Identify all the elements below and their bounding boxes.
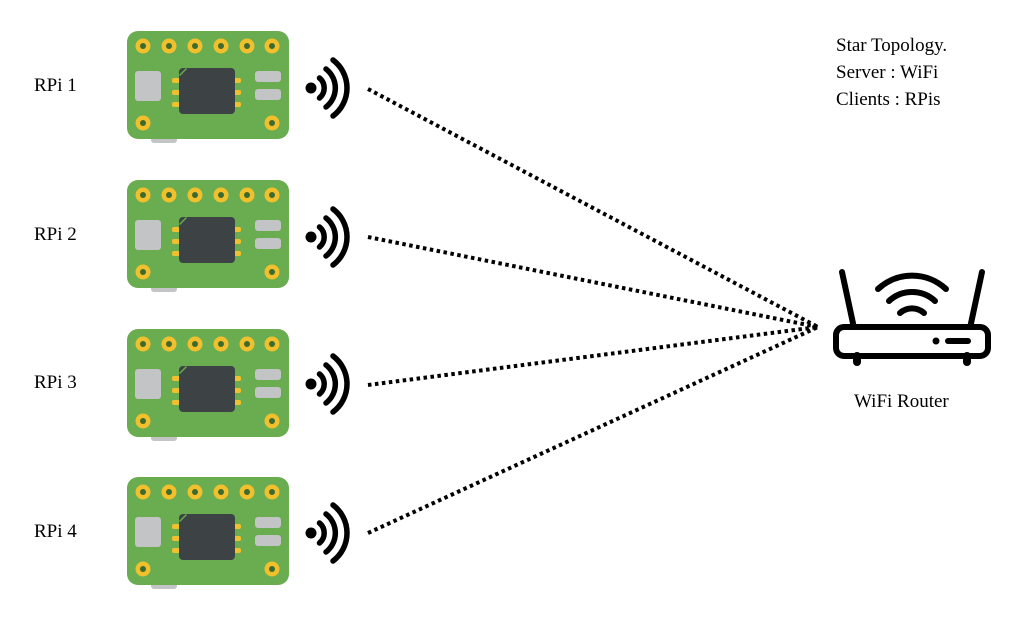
legend-line-clients: Clients : RPis — [836, 89, 941, 110]
link-rpi-4 — [367, 325, 819, 535]
rpi-2-board-icon — [127, 180, 289, 292]
rpi-1-label: RPi 1 — [34, 75, 77, 96]
rpi-4-board-icon — [127, 477, 289, 589]
link-rpi-2 — [367, 235, 819, 329]
rpi-4-label: RPi 4 — [34, 521, 77, 542]
rpi-3-label: RPi 3 — [34, 372, 77, 393]
rpi-2-label: RPi 2 — [34, 224, 77, 245]
link-rpi-1 — [367, 87, 819, 329]
router-label: WiFi Router — [854, 391, 949, 412]
topology-legend: Star Topology. Server : WiFi Clients : R… — [836, 32, 947, 113]
legend-line-topology: Star Topology. — [836, 35, 948, 56]
rpi-1-signal-icon — [306, 60, 348, 116]
rpi-1-board-icon — [127, 31, 289, 143]
rpi-4-signal-icon — [306, 505, 348, 561]
rpi-3-board-icon — [127, 329, 289, 441]
link-rpi-3 — [367, 325, 819, 387]
legend-line-server: Server : WiFi — [836, 62, 939, 83]
rpi-3-signal-icon — [306, 356, 348, 412]
rpi-2-signal-icon — [306, 209, 348, 265]
wifi-router-icon — [833, 269, 991, 366]
